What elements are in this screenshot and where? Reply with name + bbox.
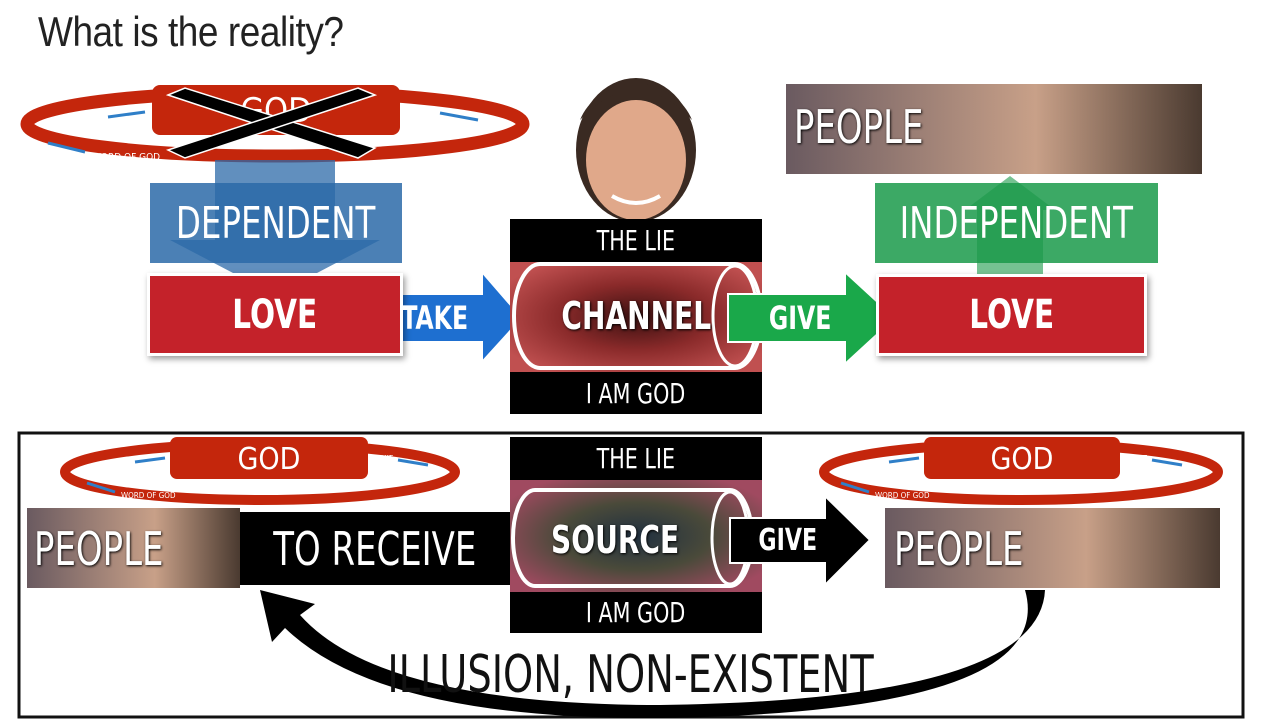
ring-love-label: LOVE <box>866 459 885 468</box>
ring-fruit-label: FRUIT <box>1126 454 1148 463</box>
i-am-god-top: I AM GOD <box>510 372 762 414</box>
ring-love-label: LOVE <box>112 459 131 468</box>
the-lie-top: THE LIE <box>510 219 762 262</box>
ring-fruit-label: FRUIT <box>372 454 394 463</box>
arrow-icon <box>840 481 870 494</box>
source-cylinder <box>511 488 754 588</box>
people-label-bottom-left: PEOPLE <box>34 522 164 576</box>
ring-god-label: GOD <box>238 442 301 477</box>
people-label-bottom-right: PEOPLE <box>894 522 1024 576</box>
dependent-box <box>150 183 402 263</box>
speaker-head-photo <box>576 78 696 222</box>
arrow-icon <box>397 458 429 467</box>
arrow-icon <box>439 111 479 122</box>
arrow-icon <box>107 110 146 119</box>
give-arrow <box>727 269 897 367</box>
people-label-top: PEOPLE <box>794 100 924 154</box>
slide-title: What is the reality? <box>38 8 344 55</box>
people-photo-top <box>786 84 1202 174</box>
ring-word-label: WORD OF GOD <box>121 491 176 500</box>
love-box-right: LOVE <box>876 274 1147 356</box>
ring-word-label: WORD OF GOD <box>92 152 160 163</box>
give-arrow-bottom <box>729 493 872 588</box>
arrow-icon <box>888 456 920 464</box>
give-label-bottom: GIVE <box>758 522 818 558</box>
source-label: SOURCE <box>550 518 680 562</box>
ring-love-label: LOVE <box>80 114 104 125</box>
people-photo-bottom-left <box>27 508 240 588</box>
cross-out-icon <box>165 87 378 159</box>
independent-label: INDEPENDENT <box>899 197 1134 249</box>
channel-cylinder <box>512 262 763 370</box>
dependent-label: DEPENDENT <box>176 197 376 249</box>
give-label: GIVE <box>768 299 832 337</box>
ring-god-label: GOD <box>991 442 1054 477</box>
arrow-icon <box>86 481 116 494</box>
arrow-icon <box>47 141 86 154</box>
ring-fruit-label: FRUIT <box>406 109 433 120</box>
i-am-god-bottom: I AM GOD <box>510 592 762 633</box>
god-ring-bottom-right: GOD LOVE FRUIT WORD OF GOD <box>819 437 1223 505</box>
arrow-icon <box>1151 458 1183 467</box>
the-lie-bottom: THE LIE <box>510 437 762 480</box>
independent-up-arrow <box>965 176 1055 290</box>
god-ring-top: GOD LOVE FRUIT WORD OF GOD <box>20 85 530 163</box>
ring-word-label: WORD OF GOD <box>875 491 930 500</box>
arrow-icon <box>134 456 166 464</box>
people-photo-bottom-right <box>885 508 1220 588</box>
channel-label: CHANNEL <box>561 294 711 338</box>
love-box-left: LOVE <box>147 273 403 356</box>
to-receive-box: TO RECEIVE <box>240 512 510 585</box>
take-label: TAKE <box>401 299 469 337</box>
illusion-label: ILLUSION, NON-EXISTENT <box>386 645 874 705</box>
god-ring-bottom-left: GOD LOVE FRUIT WORD OF GOD <box>60 437 460 505</box>
